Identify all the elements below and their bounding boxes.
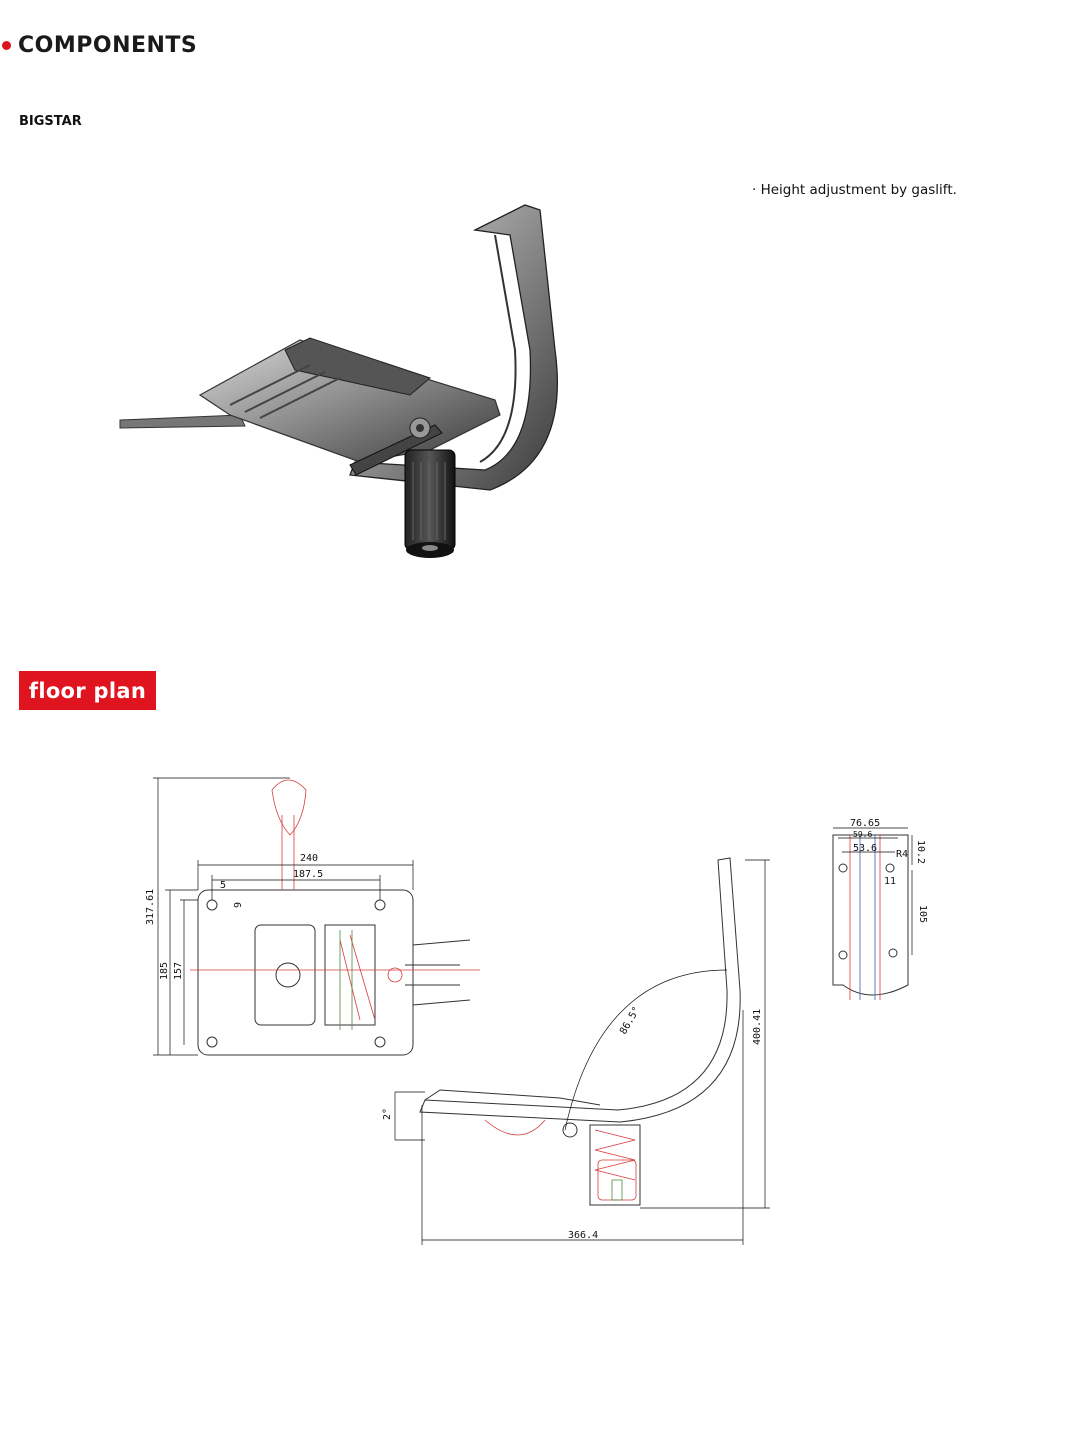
page-header: COMPONENTS	[0, 33, 197, 58]
technical-drawing: 240 187.5 5 9 317.61 185 157 86.5°	[145, 777, 928, 1245]
product-name: BIGSTAR	[19, 114, 82, 129]
dim-top-body-h: 185	[159, 962, 170, 980]
dim-bracket-d2: 11	[884, 876, 896, 887]
top-view: 240 187.5 5 9 317.61 185 157	[145, 777, 480, 1056]
section-badge: floor plan	[19, 671, 156, 710]
product-photo	[119, 204, 558, 558]
dim-top-inner-h: 157	[173, 962, 184, 980]
dim-bracket-r: R4	[896, 849, 908, 860]
dim-side-height: 400.41	[752, 1009, 763, 1045]
side-view: 86.5° 400.41 366.4 2°	[382, 857, 770, 1245]
dim-side-tilt: 2°	[382, 1108, 393, 1120]
dim-top-width-inner: 187.5	[293, 869, 323, 880]
dim-top-slot-h: 9	[233, 902, 244, 908]
bracket-detail: 76.65 59.6 53.6 10.2 R4 11 105	[832, 818, 928, 1000]
dim-bracket-len: 105	[917, 905, 928, 923]
bullet-icon	[2, 41, 11, 50]
dim-top-width-outer: 240	[300, 853, 318, 864]
dim-top-overall-h: 317.61	[145, 889, 156, 925]
dim-top-slot-w: 5	[220, 880, 226, 891]
page-title: COMPONENTS	[18, 33, 198, 58]
section-label: floor plan	[28, 678, 147, 703]
dim-bracket-w1: 76.65	[850, 818, 880, 829]
feature-item: · Height adjustment by gaslift.	[752, 182, 957, 198]
dim-side-length: 366.4	[568, 1230, 598, 1241]
dim-side-angle: 86.5°	[618, 1005, 643, 1037]
dim-bracket-d1: 10.2	[915, 840, 926, 864]
dim-bracket-w3: 53.6	[853, 843, 877, 854]
dim-bracket-w2: 59.6	[853, 830, 872, 839]
